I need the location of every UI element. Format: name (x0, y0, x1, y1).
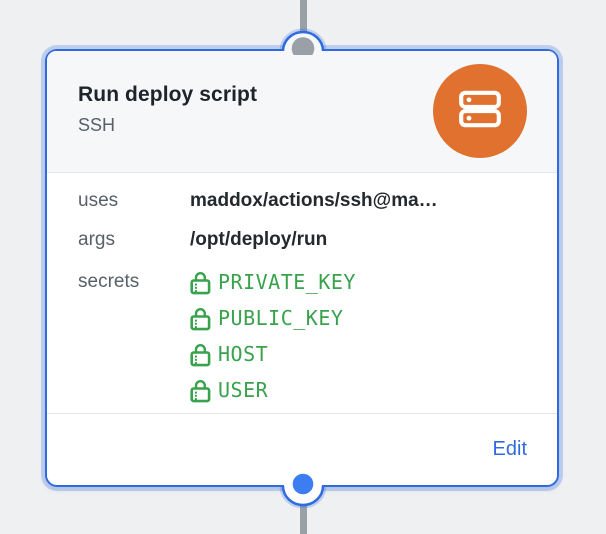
secret-item: USER (190, 372, 356, 408)
lock-icon (190, 378, 211, 403)
connector-top[interactable] (279, 21, 327, 60)
secret-name: PUBLIC_KEY (218, 300, 343, 336)
field-row-uses: uses maddox/actions/ssh@ma… (78, 186, 527, 216)
field-value-uses: maddox/actions/ssh@ma… (190, 186, 438, 216)
secret-name: USER (218, 372, 268, 408)
secret-name: PRIVATE_KEY (218, 264, 356, 300)
field-label-secrets: secrets (78, 264, 190, 300)
field-label-uses: uses (78, 186, 190, 216)
lock-icon (190, 306, 211, 331)
connector-bottom[interactable] (279, 472, 327, 513)
field-row-args: args /opt/deploy/run (78, 225, 527, 255)
secret-item: PUBLIC_KEY (190, 300, 356, 336)
edit-button[interactable]: Edit (493, 438, 527, 461)
action-icon-badge (433, 64, 527, 158)
secrets-list: PRIVATE_KEY PUBLIC_KEY (190, 264, 356, 408)
server-icon (457, 86, 503, 137)
lock-icon (190, 270, 211, 295)
bottom-connector-dot (293, 474, 314, 495)
field-value-args: /opt/deploy/run (190, 225, 327, 255)
node-body: uses maddox/actions/ssh@ma… args /opt/de… (47, 173, 557, 413)
secret-item: PRIVATE_KEY (190, 264, 356, 300)
field-row-secrets: secrets PRIVATE_KEY (78, 264, 527, 408)
lock-icon (190, 342, 211, 367)
workflow-node-card[interactable]: Run deploy script SSH uses maddox/action… (45, 49, 559, 487)
secret-name: HOST (218, 336, 268, 372)
field-label-args: args (78, 225, 190, 255)
secret-item: HOST (190, 336, 356, 372)
node-title: Run deploy script (78, 82, 257, 108)
node-header: Run deploy script SSH (47, 51, 557, 173)
node-subtitle: SSH (78, 114, 257, 136)
